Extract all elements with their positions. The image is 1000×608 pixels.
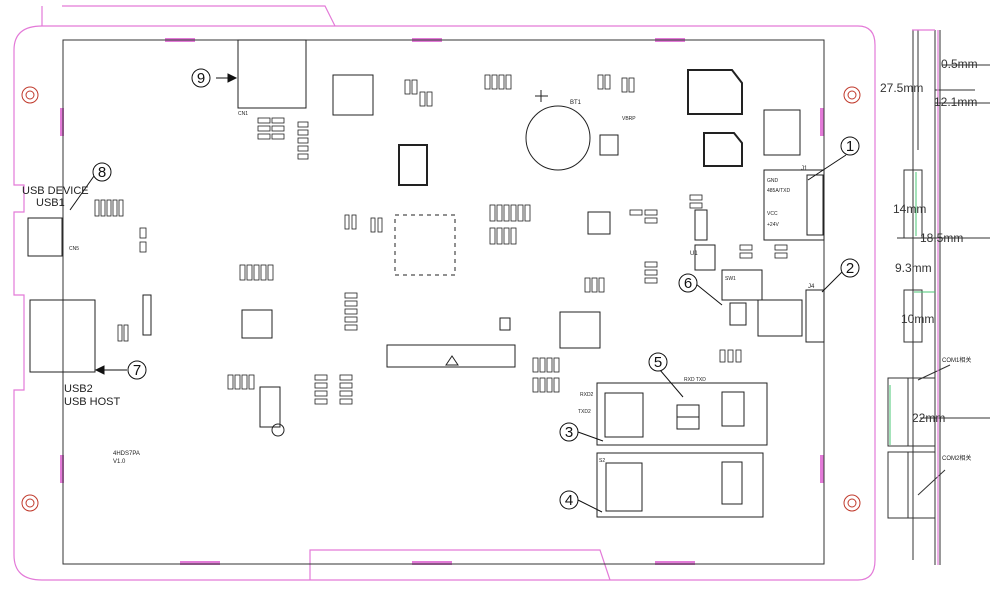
callout-5: 5 [654, 354, 662, 371]
board-version: V1.0 [113, 459, 126, 465]
dim-18-5mm: 18.5mm [920, 231, 963, 245]
j1-pin-gnd: GND [767, 178, 779, 184]
board-inner-frame [62, 39, 825, 565]
dim-14mm: 14mm [893, 202, 926, 216]
cn1-label: CN1 [238, 111, 248, 117]
rx-tx-label: RXD TXD [684, 377, 706, 383]
board-name: 4HDS7PA [113, 451, 140, 457]
dim-12-1mm: 12.1mm [934, 95, 977, 109]
port-labels: USB DEVICE USB1 USB2 USB HOST [22, 185, 121, 408]
side-accent [912, 29, 939, 565]
silkscreen-text: 4HDS7PA V1.0 BT1 U1 J1 J4 485A/TXD GND V… [69, 100, 815, 465]
usb-device-label: USB DEVICE [22, 185, 89, 197]
dim-9-3mm: 9.3mm [895, 261, 932, 275]
j1-pin-24v: +24V [767, 222, 779, 228]
vbrp-label: VBRP [622, 116, 636, 122]
j4-label: J4 [808, 284, 815, 290]
board-outline [13, 5, 876, 581]
dim-27-5mm: 27.5mm [880, 81, 923, 95]
callout-9: 9 [197, 70, 205, 87]
rxd2-label: RXD2 [580, 392, 594, 398]
com1-label: COM1相关 [942, 356, 971, 364]
callout-7: 7 [133, 362, 141, 379]
callout-6: 6 [684, 275, 692, 292]
components [27, 39, 825, 518]
bt1-label: BT1 [570, 100, 582, 106]
callout-4: 4 [565, 492, 573, 509]
j1-pin-rs485: 485A/TXD [767, 188, 790, 194]
txd2-label: TXD2 [578, 409, 591, 415]
edge-clips [60, 38, 824, 565]
usb1-label: USB1 [36, 197, 65, 209]
s2-label: S2 [599, 458, 605, 464]
dim-10mm: 10mm [901, 312, 934, 326]
callout-1: 1 [846, 138, 854, 155]
com2-label: COM2相关 [942, 454, 971, 462]
usb-host-label: USB HOST [64, 396, 121, 408]
smd-parts [94, 74, 788, 405]
callout-circles [92, 68, 860, 510]
side-accent-green [889, 172, 935, 445]
callout-3: 3 [565, 424, 573, 441]
sw1-label: SW1 [725, 276, 736, 282]
callout-numbers: 9 8 7 1 2 6 5 3 4 [98, 70, 854, 509]
cn5-label: CN5 [69, 246, 79, 252]
callout-8: 8 [98, 164, 106, 181]
callout-2: 2 [846, 260, 854, 277]
u1-label: U1 [690, 251, 698, 257]
j1-label: J1 [801, 166, 808, 172]
dim-0-5mm: 0.5mm [941, 57, 978, 71]
usb2-label: USB2 [64, 383, 93, 395]
leader-lines [69, 73, 847, 513]
side-view [887, 30, 990, 565]
mounting-holes [21, 86, 861, 512]
dimension-labels: 0.5mm 27.5mm 12.1mm 14mm 18.5mm 9.3mm 10… [880, 57, 978, 462]
j1-pin-vcc: VCC [767, 211, 778, 217]
dim-22mm: 22mm [912, 411, 945, 425]
